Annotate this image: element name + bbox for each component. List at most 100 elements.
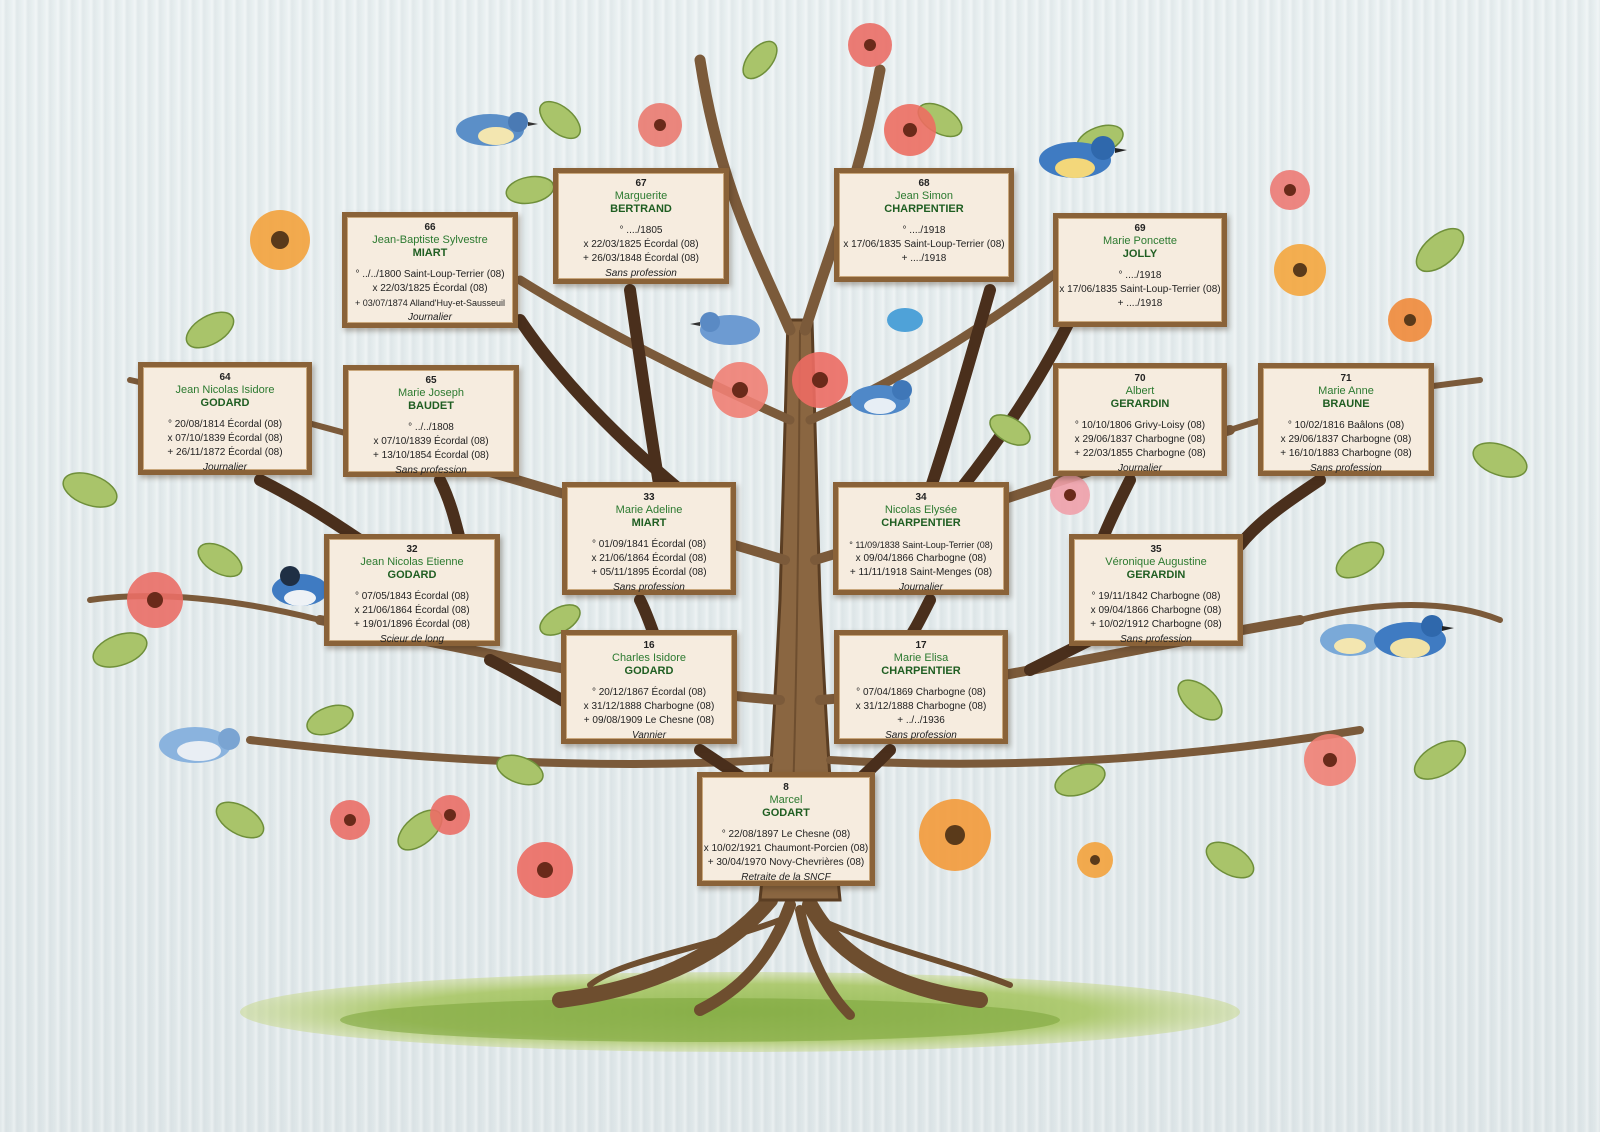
birth-line: ° 22/08/1897 Le Chesne (08): [721, 829, 851, 840]
marriage-line: x 17/06/1835 Saint-Loup-Terrier (08): [843, 239, 1005, 250]
death-line: + 16/10/1883 Charbogne (08): [1280, 448, 1412, 459]
death-line: + 26/11/1872 Écordal (08): [167, 447, 283, 458]
occupation: Journalier: [899, 582, 943, 593]
person-surname: GODARD: [387, 569, 437, 581]
person-number: 64: [219, 372, 231, 383]
pink-flower: [127, 572, 183, 628]
occupation: Journalier: [1118, 463, 1162, 474]
death-line: + ../../1936: [897, 715, 945, 726]
person-given-names: Nicolas Elysée: [884, 504, 958, 516]
death-line: + ..../1918: [901, 253, 947, 264]
pink-flower: [330, 800, 370, 840]
person-card-70[interactable]: 70 Albert GERARDIN ° 10/10/1806 Grivy-Lo…: [1053, 363, 1227, 476]
person-number: 33: [643, 492, 655, 503]
person-surname: BAUDET: [408, 400, 454, 412]
blue-bird: [850, 380, 912, 415]
marriage-line: x 07/10/1839 Écordal (08): [373, 436, 489, 447]
person-number: 32: [406, 544, 418, 555]
person-card-66[interactable]: 66 Jean-Baptiste Sylvestre MIART ° ../..…: [342, 212, 518, 328]
occupation: Sans profession: [613, 582, 685, 593]
marriage-line: x 29/06/1837 Charbogne (08): [1074, 434, 1206, 445]
orange-flower: [1077, 842, 1113, 878]
person-card-67[interactable]: 67 Marguerite BERTRAND ° ..../1805 x 22/…: [553, 168, 729, 284]
person-card-17[interactable]: 17 Marie Elisa CHARPENTIER ° 07/04/1869 …: [834, 630, 1008, 744]
blue-bird: [690, 312, 760, 345]
death-line: + 30/04/1970 Novy-Chevrières (08): [707, 857, 865, 868]
person-given-names: Jean Nicolas Etienne: [360, 556, 464, 568]
occupation: Vannier: [631, 730, 667, 741]
person-card-32[interactable]: 32 Jean Nicolas Etienne GODARD ° 07/05/1…: [324, 534, 500, 646]
person-surname: MIART: [631, 517, 667, 529]
person-surname: BERTRAND: [610, 203, 672, 215]
pink-flower: [848, 23, 892, 67]
tree-roots: [552, 892, 1013, 1020]
person-card-71[interactable]: 71 Marie Anne BRAUNE ° 10/02/1816 Baâlon…: [1258, 363, 1434, 476]
death-line: + 03/07/1874 Alland'Huy-et-Sausseuil: [354, 298, 506, 308]
grass-ground-shade: [340, 998, 1060, 1042]
pink-flower: [792, 352, 848, 408]
occupation: Journalier: [408, 312, 452, 323]
birth-line: ° 10/10/1806 Grivy-Loisy (08): [1074, 420, 1206, 431]
person-card-65[interactable]: 65 Marie Joseph BAUDET ° ../../1808 x 07…: [343, 365, 519, 477]
person-card-33[interactable]: 33 Marie Adeline MIART ° 01/09/1841 Écor…: [562, 482, 736, 595]
pedigree-connectors: [254, 284, 1326, 806]
blue-bird: [887, 308, 923, 332]
marriage-line: x 10/02/1921 Chaumont-Porcien (08): [703, 843, 869, 854]
person-number: 67: [635, 178, 647, 189]
person-number: 16: [643, 640, 655, 651]
occupation: Scieur de long: [380, 634, 444, 645]
occupation: Sans profession: [605, 268, 677, 279]
marriage-line: x 29/06/1837 Charbogne (08): [1280, 434, 1412, 445]
orange-flower: [250, 210, 310, 270]
death-line: + 11/11/1918 Saint-Menges (08): [849, 567, 993, 578]
person-card-69[interactable]: 69 Marie Poncette JOLLY ° ..../1918 x 17…: [1053, 213, 1227, 327]
death-line: + 22/03/1855 Charbogne (08): [1074, 448, 1206, 459]
blue-bird: [1374, 615, 1454, 658]
person-surname: MIART: [412, 247, 448, 259]
person-surname: GERARDIN: [1126, 569, 1186, 581]
marriage-line: x 21/06/1864 Écordal (08): [591, 553, 707, 564]
person-number: 69: [1134, 223, 1146, 234]
occupation: Journalier: [203, 462, 247, 473]
person-number: 35: [1150, 544, 1162, 555]
death-line: + 09/08/1909 Le Chesne (08): [583, 715, 715, 726]
pink-flower: [1304, 734, 1356, 786]
person-given-names: Marguerite: [614, 190, 668, 202]
birth-line: ° ..../1918: [1118, 270, 1162, 281]
person-card-34[interactable]: 34 Nicolas Elysée CHARPENTIER ° 11/09/18…: [833, 482, 1009, 595]
person-given-names: Albert: [1125, 385, 1155, 397]
blue-bird: [1320, 624, 1380, 656]
birth-line: ° 10/02/1816 Baâlons (08): [1287, 420, 1405, 431]
person-card-68[interactable]: 68 Jean Simon CHARPENTIER ° ..../1918 x …: [834, 168, 1014, 282]
person-number: 70: [1134, 373, 1146, 384]
occupation: Sans profession: [885, 730, 957, 741]
person-surname: CHARPENTIER: [884, 203, 964, 215]
person-surname: GODARD: [200, 397, 250, 409]
person-surname: CHARPENTIER: [881, 517, 961, 529]
birth-line: ° 19/11/1842 Charbogne (08): [1091, 591, 1221, 602]
pink-flower: [517, 842, 573, 898]
blue-bird: [456, 112, 538, 146]
person-given-names: Marie Poncette: [1103, 235, 1177, 247]
birth-line: ° 01/09/1841 Écordal (08): [591, 539, 707, 550]
pink-flower: [638, 103, 682, 147]
person-card-16[interactable]: 16 Charles Isidore GODARD ° 20/12/1867 É…: [561, 630, 737, 744]
person-card-64[interactable]: 64 Jean Nicolas Isidore GODARD ° 20/08/1…: [138, 362, 312, 475]
death-line: + 10/02/1912 Charbogne (08): [1090, 619, 1222, 630]
marriage-line: x 09/04/1866 Charbogne (08): [855, 553, 987, 564]
birth-line: ° ../../1800 Saint-Loup-Terrier (08): [355, 269, 505, 280]
person-given-names: Jean-Baptiste Sylvestre: [372, 234, 488, 246]
death-line: + 13/10/1854 Écordal (08): [373, 450, 489, 461]
birds: [159, 112, 1454, 763]
marriage-line: x 21/06/1864 Écordal (08): [354, 605, 470, 616]
person-given-names: Marie Elisa: [893, 652, 949, 664]
blue-bird: [1039, 136, 1127, 178]
orange-flower: [1274, 244, 1326, 296]
person-surname: GODART: [762, 807, 810, 819]
person-card-8[interactable]: 8 Marcel GODART ° 22/08/1897 Le Chesne (…: [697, 772, 875, 886]
marriage-line: x 07/10/1839 Écordal (08): [167, 433, 283, 444]
person-number: 8: [783, 782, 789, 793]
person-given-names: Charles Isidore: [612, 652, 686, 664]
person-card-35[interactable]: 35 Véronique Augustine GERARDIN ° 19/11/…: [1069, 534, 1243, 646]
marriage-line: x 31/12/1888 Charbogne (08): [583, 701, 715, 712]
